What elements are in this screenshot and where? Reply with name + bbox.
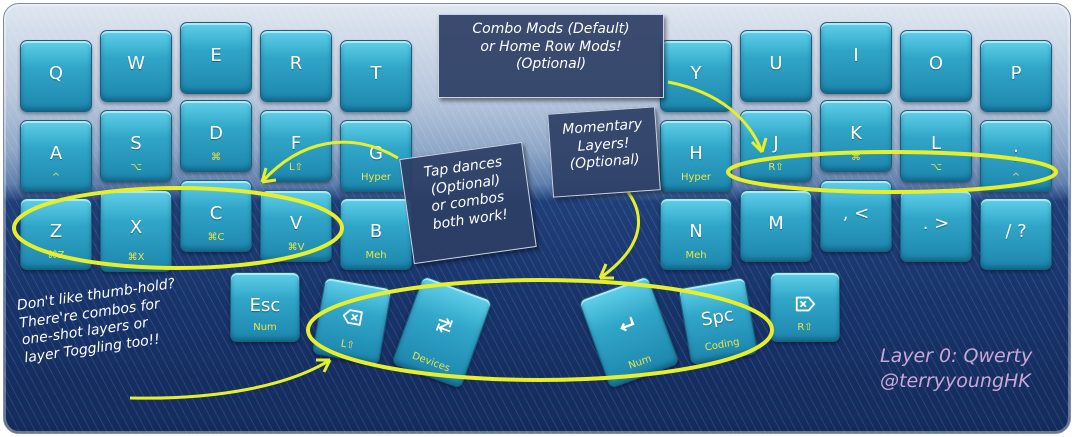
key-p: P	[980, 40, 1052, 112]
key-label: U	[769, 53, 783, 75]
key-z: Z ⌘Z	[20, 198, 92, 270]
key-sub-label: Coding	[704, 336, 741, 354]
key-e: E	[180, 22, 252, 94]
key-sub-label: Hyper	[680, 172, 712, 183]
key-x: X ⌘X	[100, 190, 172, 272]
key-label: E	[210, 45, 222, 67]
key-h: H Hyper	[660, 120, 732, 192]
note-line: (Optional)	[515, 56, 587, 72]
key-label: P	[1010, 63, 1022, 85]
key-label: Z	[49, 221, 63, 243]
key-label: K	[850, 123, 862, 145]
key-d: D⌘	[180, 100, 252, 172]
key-label: X	[129, 216, 143, 238]
key-sub-label: ⌘Z	[47, 250, 65, 261]
key-label: S	[130, 133, 142, 155]
key-q: Q	[20, 40, 92, 112]
key-v: V ⌘V	[260, 190, 332, 262]
key-b: B Meh	[340, 198, 412, 270]
key-backspace: L⇧	[311, 276, 393, 366]
key-label: T	[370, 63, 382, 85]
key-comma: , <	[820, 180, 892, 252]
key-semicolon: ;^	[980, 120, 1052, 192]
key-sub-label: L⇧	[339, 338, 356, 352]
tab-icon	[435, 317, 454, 333]
key-f: F L⇧	[260, 110, 332, 182]
note-line: Combo Mods (Default)	[472, 21, 630, 37]
key-label: B	[369, 221, 383, 243]
key-sub-label: ⌥	[930, 162, 942, 173]
key-r: R	[260, 30, 332, 102]
key-label: , <	[842, 203, 870, 225]
layer-credit: Layer 0: Qwerty @terryyoungHK	[880, 344, 1060, 393]
note-line: or Home Row Mods!	[480, 38, 622, 55]
key-sub-label: ⌘X	[127, 252, 145, 263]
key-label: C	[209, 203, 223, 225]
key-label: J	[773, 133, 779, 155]
key-sub-label: ⌘C	[207, 232, 225, 243]
note-combo-mods: Combo Mods (Default) or Home Row Mods! (…	[438, 14, 664, 98]
key-l: L⌥	[900, 110, 972, 182]
key-label: Esc	[249, 294, 281, 316]
key-sub-label: R⇧	[797, 322, 813, 333]
key-label: F	[290, 133, 302, 155]
key-label: A	[49, 143, 63, 165]
key-t: T	[340, 40, 412, 112]
key-j: J R⇧	[740, 110, 812, 182]
key-label: N	[689, 221, 703, 243]
key-sub-label: ⌘	[851, 152, 861, 163]
key-sub-label: ⌘V	[287, 242, 305, 253]
backspace-icon	[342, 308, 363, 326]
key-delete: R⇧	[770, 272, 840, 342]
key-label: ;	[1012, 143, 1020, 165]
key-label: W	[127, 53, 145, 75]
key-m: M	[740, 190, 812, 262]
key-label: / ?	[1005, 221, 1027, 243]
key-s: S⌥	[100, 110, 172, 182]
key-label: D	[209, 123, 223, 145]
key-c: C ⌘C	[180, 180, 252, 252]
key-label: . >	[922, 213, 950, 235]
delete-icon	[795, 297, 816, 312]
key-label: Q	[48, 63, 64, 85]
key-label: I	[853, 45, 859, 67]
enter-icon	[620, 316, 635, 332]
key-a: A^	[20, 120, 92, 192]
key-period: . >	[900, 190, 972, 262]
key-label: Y	[690, 63, 702, 85]
key-sub-label: Num	[253, 322, 277, 333]
key-i: I	[820, 22, 892, 94]
key-label: M	[768, 213, 784, 235]
key-sub-label: ^	[51, 172, 61, 183]
key-label: H	[689, 143, 703, 165]
key-u: U	[740, 30, 812, 102]
key-sub-label: ⌥	[130, 162, 142, 173]
key-sub-label: L⇧	[289, 162, 303, 173]
key-k: K⌘	[820, 100, 892, 172]
key-label: Spc	[699, 304, 736, 332]
key-slash: / ?	[980, 198, 1052, 270]
key-sub-label: ^	[1011, 172, 1021, 183]
key-label: R	[289, 53, 303, 75]
key-sub-label: Meh	[685, 250, 707, 261]
key-label: L	[930, 133, 942, 155]
author-handle: @terryyoungHK	[880, 369, 1031, 392]
key-sub-label: ⌘	[211, 152, 221, 163]
note-tap-dances: Tap dances (Optional) or combos both wor…	[399, 141, 537, 265]
layer-title: Layer 0: Qwerty	[880, 345, 1033, 367]
key-o: O	[900, 30, 972, 102]
key-y: Y	[660, 40, 732, 112]
key-label: O	[928, 53, 944, 75]
key-w: W	[100, 30, 172, 102]
key-sub-label: R⇧	[768, 162, 784, 173]
key-n: N Meh	[660, 198, 732, 270]
note-momentary-layers: Momentary Layers! (Optional)	[547, 106, 661, 198]
key-label: V	[289, 213, 303, 235]
key-sub-label: Meh	[365, 250, 387, 261]
